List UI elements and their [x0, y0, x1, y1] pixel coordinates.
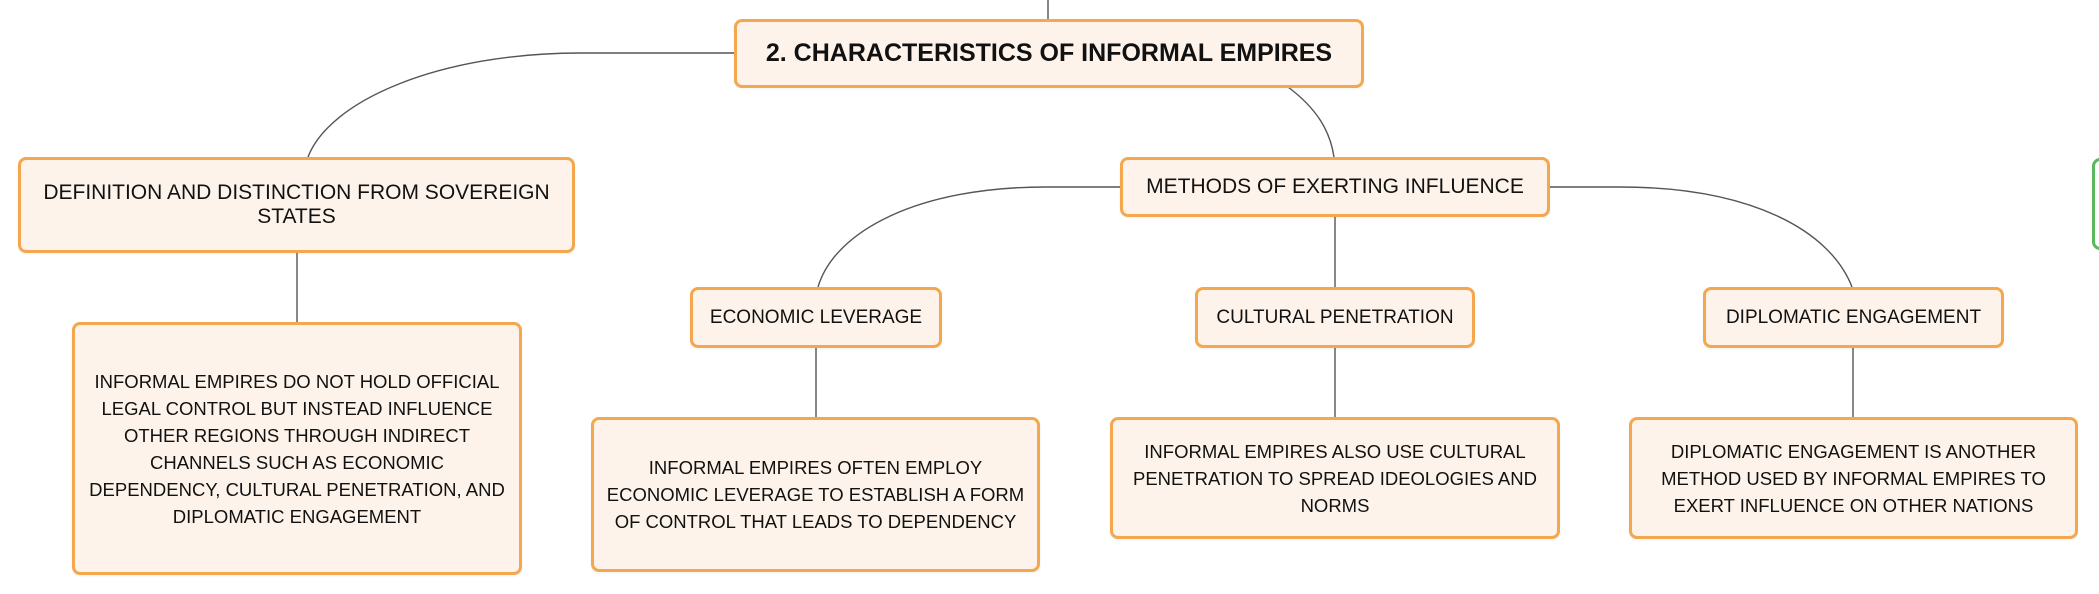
root-topic-node[interactable]: 2. CHARACTERISTICS OF INFORMAL EMPIRES — [734, 19, 1364, 88]
definition-label: DEFINITION AND DISTINCTION FROM SOVEREIG… — [43, 181, 550, 228]
economic-leverage-node[interactable]: ECONOMIC LEVERAGE — [690, 287, 942, 348]
definition-detail-node[interactable]: INFORMAL EMPIRES DO NOT HOLD OFFICIAL LE… — [72, 322, 522, 575]
economic-leverage-detail-text: INFORMAL EMPIRES OFTEN EMPLOY ECONOMIC L… — [606, 457, 1025, 532]
methods-label: METHODS OF EXERTING INFLUENCE — [1146, 175, 1524, 198]
diplomatic-engagement-label: DIPLOMATIC ENGAGEMENT — [1725, 306, 1982, 328]
root-topic-label: 2. CHARACTERISTICS OF INFORMAL EMPIRES — [765, 39, 1333, 67]
connector-root-methods — [1287, 86, 1335, 158]
offscreen-node-edge — [2092, 158, 2099, 250]
connector-methods-diplomatic — [1548, 186, 1853, 288]
connector-root-definition — [307, 52, 734, 158]
diplomatic-engagement-node[interactable]: DIPLOMATIC ENGAGEMENT — [1703, 287, 2004, 348]
economic-leverage-label: ECONOMIC LEVERAGE — [709, 306, 923, 328]
cultural-penetration-label: CULTURAL PENETRATION — [1216, 306, 1454, 328]
diplomatic-engagement-detail-node[interactable]: DIPLOMATIC ENGAGEMENT IS ANOTHER METHOD … — [1629, 417, 2078, 539]
diplomatic-engagement-detail-text: DIPLOMATIC ENGAGEMENT IS ANOTHER METHOD … — [1661, 440, 2046, 516]
cultural-penetration-node[interactable]: CULTURAL PENETRATION — [1195, 287, 1475, 348]
definition-node[interactable]: DEFINITION AND DISTINCTION FROM SOVEREIG… — [18, 157, 575, 253]
connector-methods-economic — [817, 186, 1120, 288]
definition-detail-text: INFORMAL EMPIRES DO NOT HOLD OFFICIAL LE… — [89, 370, 505, 527]
economic-leverage-detail-node[interactable]: INFORMAL EMPIRES OFTEN EMPLOY ECONOMIC L… — [591, 417, 1040, 572]
methods-node[interactable]: METHODS OF EXERTING INFLUENCE — [1120, 157, 1550, 217]
cultural-penetration-detail-node[interactable]: INFORMAL EMPIRES ALSO USE CULTURAL PENET… — [1110, 417, 1560, 539]
cultural-penetration-detail-text: INFORMAL EMPIRES ALSO USE CULTURAL PENET… — [1132, 440, 1537, 516]
